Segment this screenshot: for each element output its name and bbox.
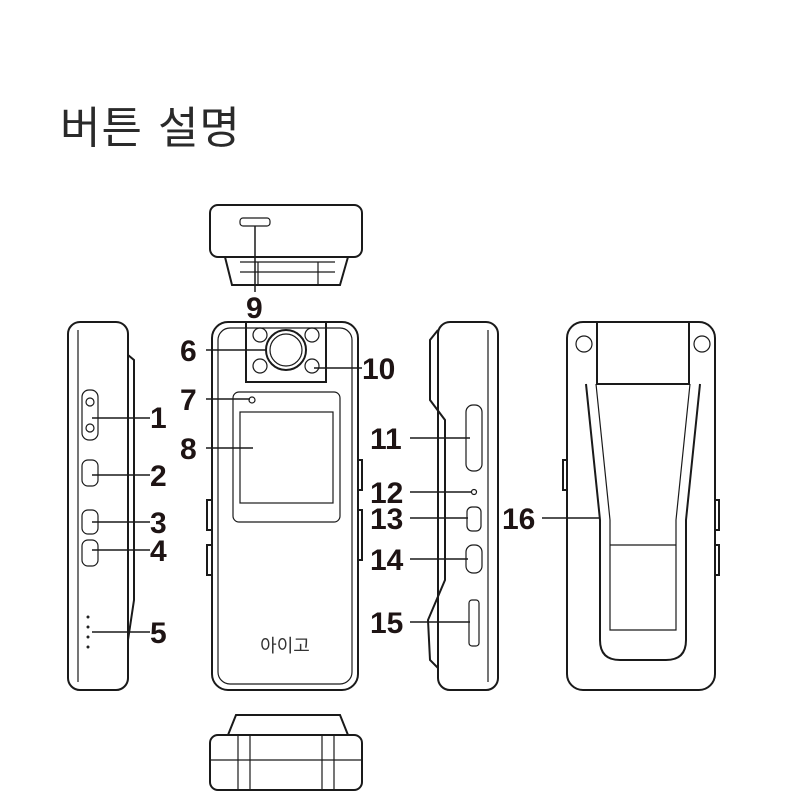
ir-led-icon xyxy=(304,327,320,343)
callout-11: 11 xyxy=(370,423,402,456)
callout-7: 7 xyxy=(180,384,197,417)
callout-2: 2 xyxy=(150,460,167,493)
device-brand-label: 아이고 xyxy=(260,636,310,657)
callout-15: 15 xyxy=(370,607,403,640)
back-view xyxy=(542,321,720,691)
callout-10: 10 xyxy=(362,353,395,386)
right-side-view xyxy=(410,321,499,691)
indicator-light-icon xyxy=(248,396,256,404)
callout-4: 4 xyxy=(150,535,167,568)
screen xyxy=(239,411,334,504)
callout-16: 16 xyxy=(502,503,535,536)
callout-12: 12 xyxy=(370,477,403,510)
callout-5: 5 xyxy=(150,617,167,650)
usb-port-icon xyxy=(239,217,271,227)
front-view: 아이고 xyxy=(206,321,363,691)
page-title: 버튼 설명 xyxy=(60,103,241,154)
camera-lens-icon xyxy=(265,329,307,371)
callout-1: 1 xyxy=(150,402,167,435)
callout-14: 14 xyxy=(370,544,404,577)
top-view xyxy=(209,204,363,292)
callout-3: 3 xyxy=(150,507,167,540)
ir-led-icon xyxy=(304,358,320,374)
callout-8: 8 xyxy=(180,433,197,466)
bottom-view xyxy=(209,714,363,791)
ir-led-icon xyxy=(252,327,268,343)
left-side-view xyxy=(67,321,150,691)
callout-6: 6 xyxy=(180,335,197,368)
ir-led-icon xyxy=(252,358,268,374)
callout-9: 9 xyxy=(246,292,263,325)
camera-module xyxy=(245,321,327,383)
callout-13: 13 xyxy=(370,503,403,536)
